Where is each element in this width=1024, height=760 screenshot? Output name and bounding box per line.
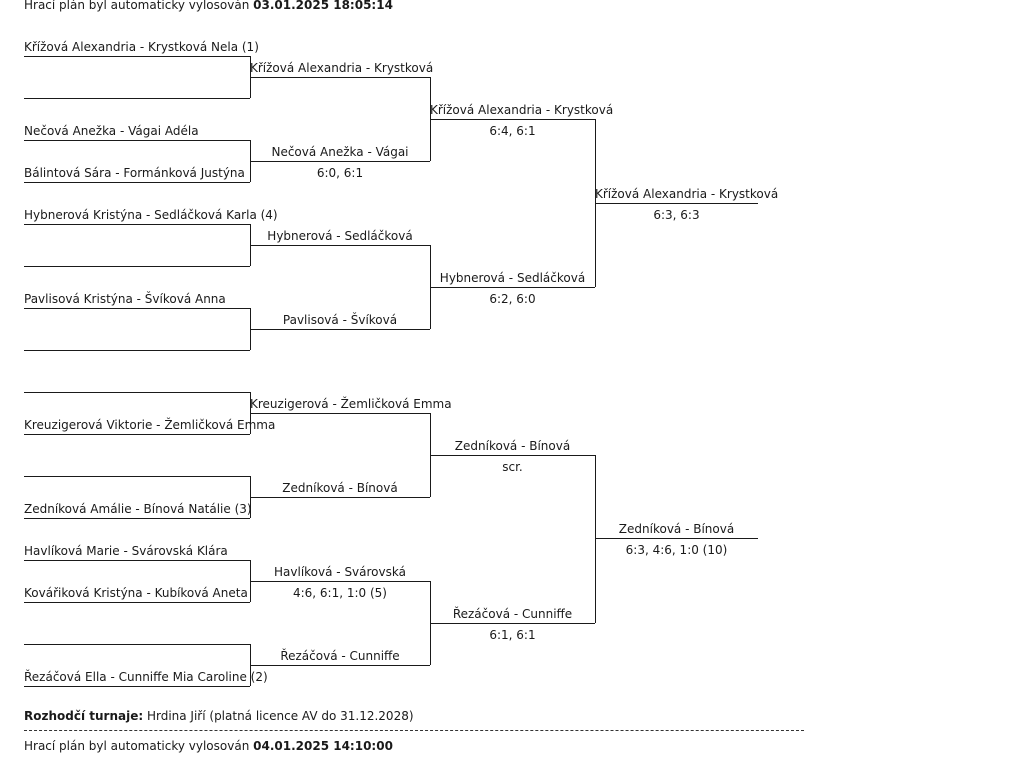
- slot-line: [24, 434, 250, 435]
- match-score: 6:4, 6:1: [489, 124, 536, 138]
- match-winner: Křížová Alexandria - Krystková: [250, 61, 434, 75]
- match-score: 6:1, 6:1: [489, 628, 536, 642]
- draw-info-top: Hrací plán byl automaticky vylosován 03.…: [24, 0, 393, 12]
- slot-line: [24, 98, 250, 99]
- match-score: 6:0, 6:1: [316, 166, 364, 180]
- match-line: [430, 623, 595, 624]
- slot-line: [24, 476, 250, 477]
- match-winner: Hybnerová - Sedláčková: [439, 271, 586, 285]
- match-winner: Řezáčová - Cunniffe: [280, 649, 400, 663]
- referee-info: Rozhodčí turnaje: Hrdina Jiří (platná li…: [24, 709, 414, 723]
- match-score: scr.: [502, 460, 523, 474]
- bracket-connector: [595, 455, 596, 623]
- slot-line: [24, 56, 250, 57]
- slot-line: [24, 350, 250, 351]
- slot-line: [24, 182, 250, 183]
- match-winner: Zedníková - Bínová: [618, 522, 735, 536]
- match-line: [250, 329, 430, 330]
- draw-info-text: Hrací plán byl automaticky vylosován: [24, 739, 254, 753]
- match-score: 6:2, 6:0: [489, 292, 536, 306]
- match-line: [250, 77, 430, 78]
- match-line: [595, 203, 758, 204]
- player-pair: Křížová Alexandria - Krystková Nela (1): [24, 40, 259, 54]
- match-winner: Řezáčová - Cunniffe: [452, 607, 573, 621]
- slot-line: [24, 140, 250, 141]
- match-line: [250, 497, 430, 498]
- slot-line: [24, 686, 250, 687]
- match-line: [250, 665, 430, 666]
- match-winner: Zedníková - Bínová: [454, 439, 571, 453]
- player-pair: Kreuzigerová Viktorie - Žemličková Emma: [24, 418, 276, 432]
- slot-line: [24, 560, 250, 561]
- match-winner: Křížová Alexandria - Krystková: [595, 187, 779, 201]
- match-line: [430, 455, 595, 456]
- section-divider: [24, 730, 804, 731]
- player-pair: Bálintová Sára - Formánková Justýna: [24, 166, 245, 180]
- match-score: 6:3, 4:6, 1:0 (10): [625, 543, 728, 557]
- match-line: [250, 245, 430, 246]
- slot-line: [24, 392, 250, 393]
- match-winner: Nečová Anežka - Vágai: [271, 145, 409, 159]
- match-winner: Křížová Alexandria - Krystková: [430, 103, 614, 117]
- slot-line: [24, 602, 250, 603]
- match-line: [430, 287, 595, 288]
- player-pair: Pavlisová Kristýna - Švíková Anna: [24, 292, 226, 306]
- slot-line: [24, 644, 250, 645]
- match-winner: Pavlisová - Švíková: [282, 313, 398, 327]
- draw-datetime: 03.01.2025 18:05:14: [253, 0, 393, 12]
- match-line: [430, 119, 595, 120]
- match-line: [250, 161, 430, 162]
- slot-line: [24, 518, 250, 519]
- match-winner: Havlíková - Svárovská: [274, 565, 406, 579]
- player-pair: Havlíková Marie - Svárovská Klára: [24, 544, 228, 558]
- referee-label: Rozhodčí turnaje:: [24, 709, 144, 723]
- player-pair: Zedníková Amálie - Bínová Natálie (3): [24, 502, 252, 516]
- draw-info-bottom: Hrací plán byl automaticky vylosován 04.…: [24, 739, 393, 753]
- slot-line: [24, 308, 250, 309]
- match-winner: Hybnerová - Sedláčková: [267, 229, 413, 243]
- draw-datetime: 04.01.2025 14:10:00: [253, 739, 393, 753]
- match-winner: Zedníková - Bínová: [282, 481, 398, 495]
- match-line: [250, 581, 430, 582]
- player-pair: Nečová Anežka - Vágai Adéla: [24, 124, 199, 138]
- slot-line: [24, 266, 250, 267]
- player-pair: Hybnerová Kristýna - Sedláčková Karla (4…: [24, 208, 278, 222]
- referee-value: Hrdina Jiří (platná licence AV do 31.12.…: [143, 709, 414, 723]
- match-winner: Kreuzigerová - Žemličková Emma: [250, 397, 452, 411]
- slot-line: [24, 224, 250, 225]
- match-line: [595, 538, 758, 539]
- match-score: 4:6, 6:1, 1:0 (5): [292, 586, 387, 600]
- draw-info-text: Hrací plán byl automaticky vylosován: [24, 0, 254, 12]
- match-line: [250, 413, 430, 414]
- player-pair: Řezáčová Ella - Cunniffe Mia Caroline (2…: [24, 670, 268, 684]
- player-pair: Kovářiková Kristýna - Kubíková Aneta: [24, 586, 248, 600]
- match-score: 6:3, 6:3: [653, 208, 700, 222]
